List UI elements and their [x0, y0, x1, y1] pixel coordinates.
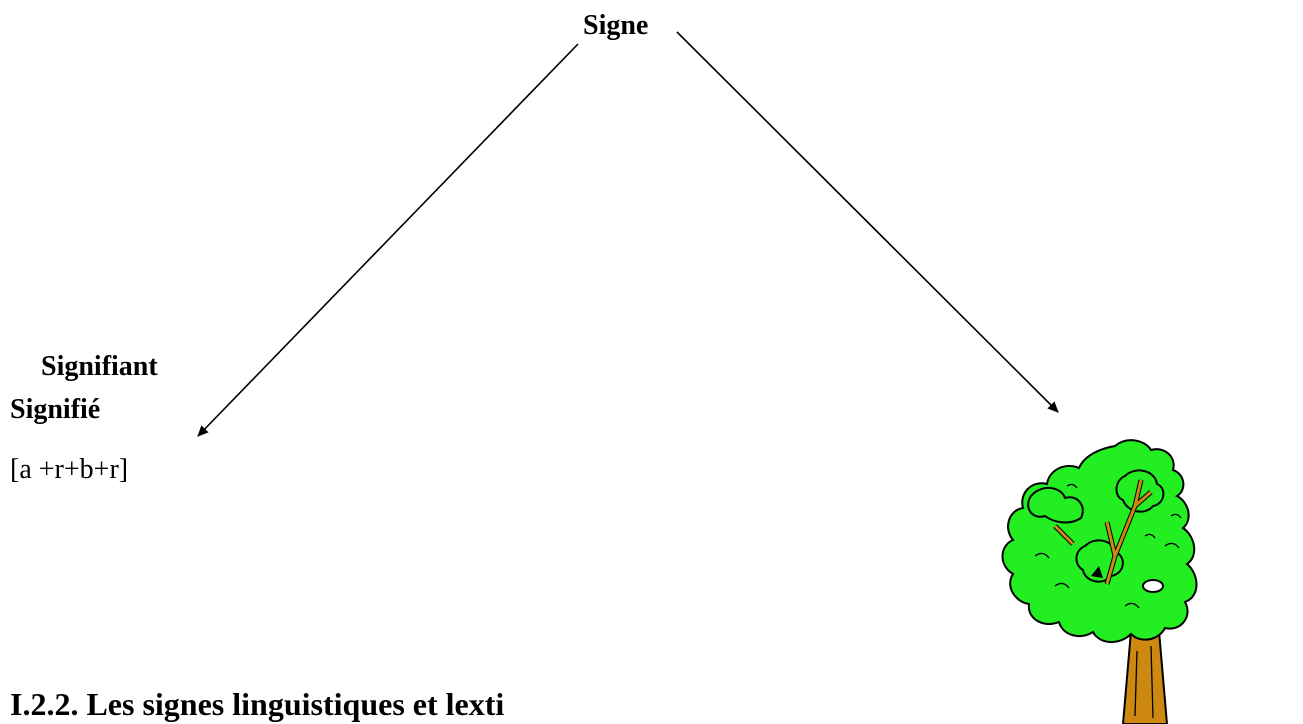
signifie-label: Signifié — [10, 394, 101, 425]
phonetic-formula: [a +r+b+r] — [10, 454, 129, 485]
root-signe-label: Signe — [583, 10, 649, 41]
arrow-to-tree — [676, 31, 1059, 413]
section-heading: I.2.2. Les signes linguistiques et lexti — [10, 686, 505, 722]
signifiant-label: Signifiant — [41, 351, 158, 382]
tree-icon — [1001, 439, 1198, 724]
arrow-to-signifie — [197, 43, 579, 437]
